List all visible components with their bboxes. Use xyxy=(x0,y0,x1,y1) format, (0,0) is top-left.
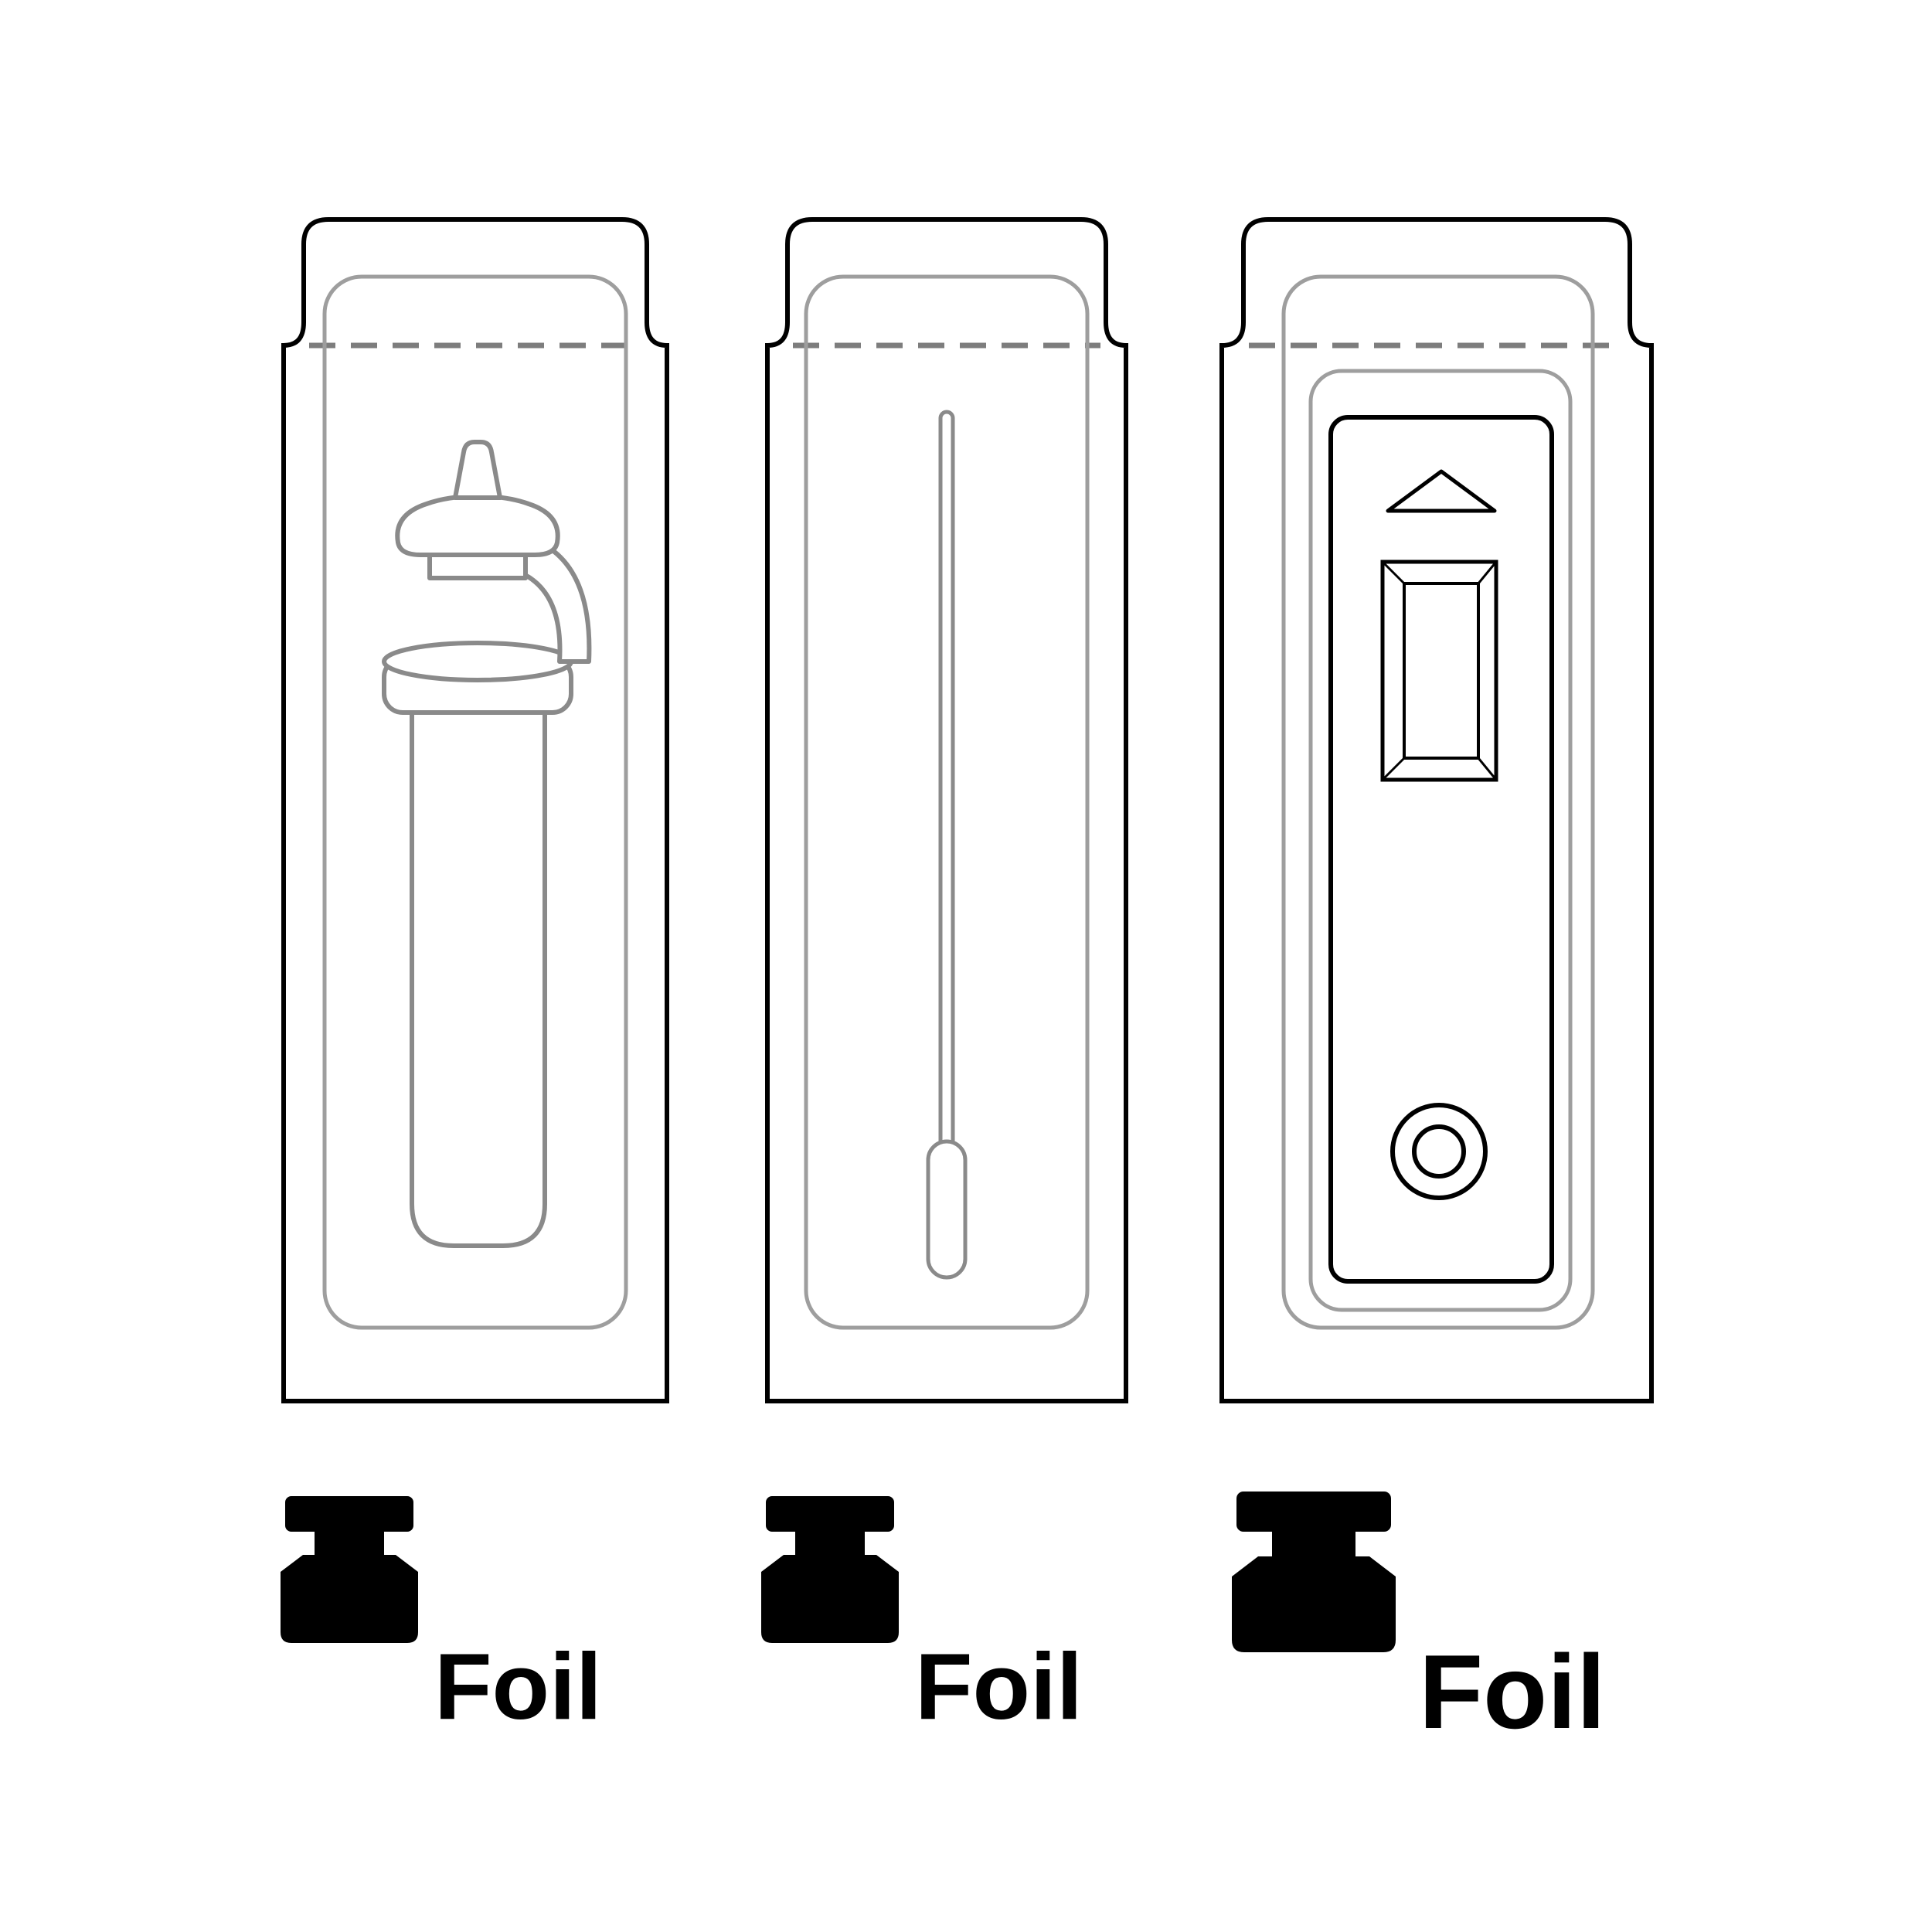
buffer-tube-with-dropper-cap-icon xyxy=(382,440,592,1248)
test-cassette-icon xyxy=(1328,415,1554,1284)
blister-outline xyxy=(322,274,628,1330)
test-cassette-pouch xyxy=(1219,217,1654,1403)
buffer-tube-pouch xyxy=(281,217,669,1403)
foil-label: Foil xyxy=(434,1634,602,1739)
window-bevel-line xyxy=(1477,561,1498,584)
result-window-inner xyxy=(1403,582,1480,760)
swab-pouch xyxy=(765,217,1128,1403)
window-bevel-line xyxy=(1381,757,1406,781)
window-bevel-line xyxy=(1477,757,1498,781)
weight-icon xyxy=(281,1496,418,1643)
blister-outline xyxy=(804,274,1090,1330)
swab-tip xyxy=(926,1139,968,1280)
window-bevel-line xyxy=(1381,560,1406,585)
tube-cap-top xyxy=(382,641,573,682)
tube-body xyxy=(410,702,547,1248)
foil-label: Foil xyxy=(1419,1633,1606,1750)
weight-icon xyxy=(1232,1492,1396,1652)
weight-icon xyxy=(761,1496,899,1643)
cap-strap xyxy=(508,536,592,664)
sample-well-inner xyxy=(1412,1124,1466,1179)
arrow-up-icon xyxy=(1386,469,1497,513)
swab-stick xyxy=(938,410,955,1150)
blister-outline xyxy=(1281,274,1595,1330)
blister-tray-outline xyxy=(1308,369,1573,1312)
dropper-dome xyxy=(395,494,560,557)
dropper-nozzle xyxy=(453,440,502,500)
foil-label: Foil xyxy=(915,1634,1083,1739)
swab-icon xyxy=(926,410,968,1280)
